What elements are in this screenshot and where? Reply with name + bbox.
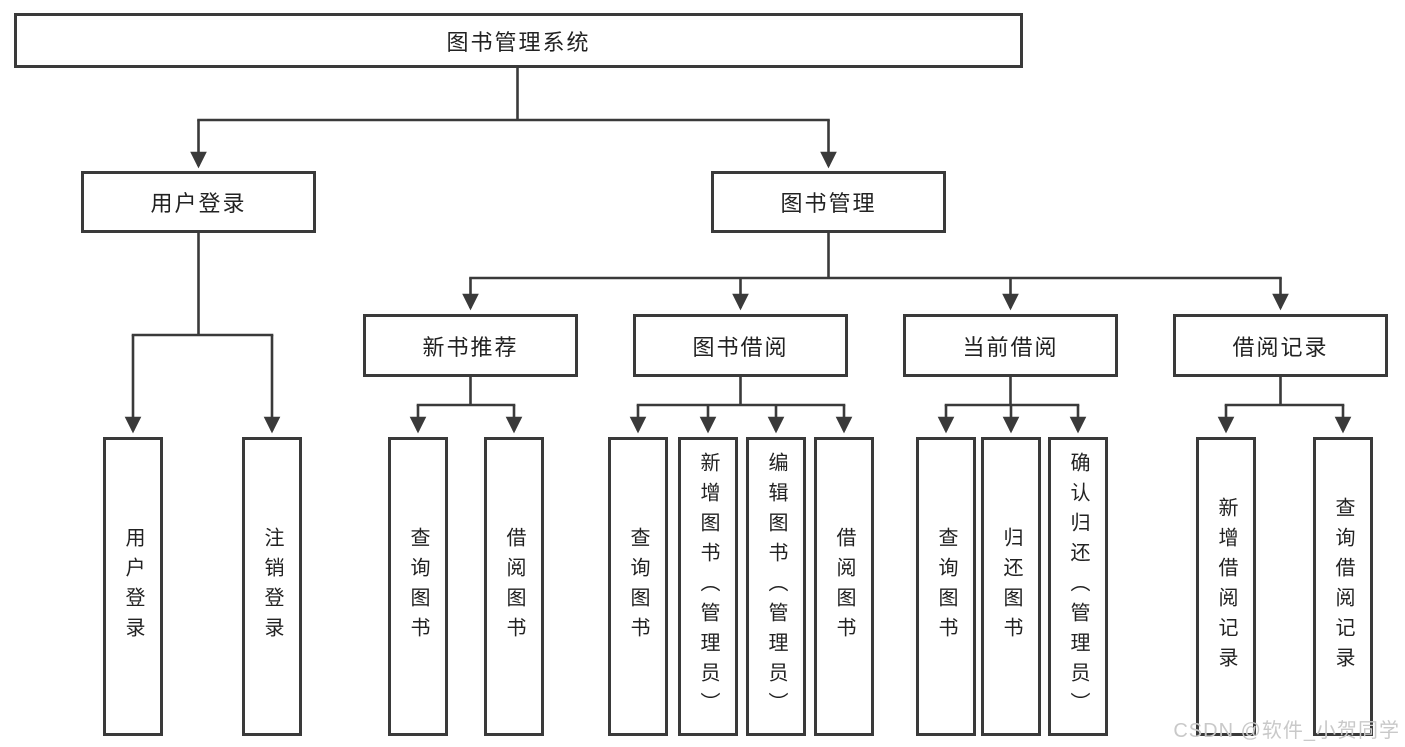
connector-manage-to-level3	[462, 233, 1289, 311]
node-borrow-records: 借阅记录	[1173, 314, 1388, 377]
leaf-query-books-current: 查询图书	[916, 437, 976, 736]
leaf-return-books: 归还图书	[981, 437, 1041, 736]
node-user-login: 用户登录	[81, 171, 316, 233]
connector-recommend-to-leaves	[409, 377, 523, 434]
node-book-manage: 图书管理	[711, 171, 946, 233]
connector-records-to-leaves	[1217, 377, 1352, 434]
connector-current-to-leaves	[937, 377, 1087, 434]
node-book-borrow: 图书借阅	[633, 314, 848, 377]
leaf-logout: 注销登录	[242, 437, 302, 736]
connector-login-to-leaves	[124, 233, 281, 434]
node-new-book-recommend: 新书推荐	[363, 314, 578, 377]
leaf-borrow-books-recommend: 借阅图书	[484, 437, 544, 736]
leaf-query-books-recommend: 查询图书	[388, 437, 448, 736]
connector-root-to-level2	[190, 68, 837, 169]
leaf-query-borrow-record: 查询借阅记录	[1313, 437, 1373, 736]
csdn-watermark: CSDN @软件_小贺同学	[1173, 720, 1400, 742]
leaf-add-borrow-record: 新增借阅记录	[1196, 437, 1256, 736]
leaf-edit-book-admin: 编辑图书（管理员）	[746, 437, 806, 736]
leaf-user-login: 用户登录	[103, 437, 163, 736]
leaf-borrow-books: 借阅图书	[814, 437, 874, 736]
node-root-system: 图书管理系统	[14, 13, 1023, 68]
node-current-borrow: 当前借阅	[903, 314, 1118, 377]
leaf-confirm-return-admin: 确认归还（管理员）	[1048, 437, 1108, 736]
connector-borrow-to-leaves	[629, 377, 853, 434]
leaf-add-book-admin: 新增图书（管理员）	[678, 437, 738, 736]
leaf-query-books-borrow: 查询图书	[608, 437, 668, 736]
